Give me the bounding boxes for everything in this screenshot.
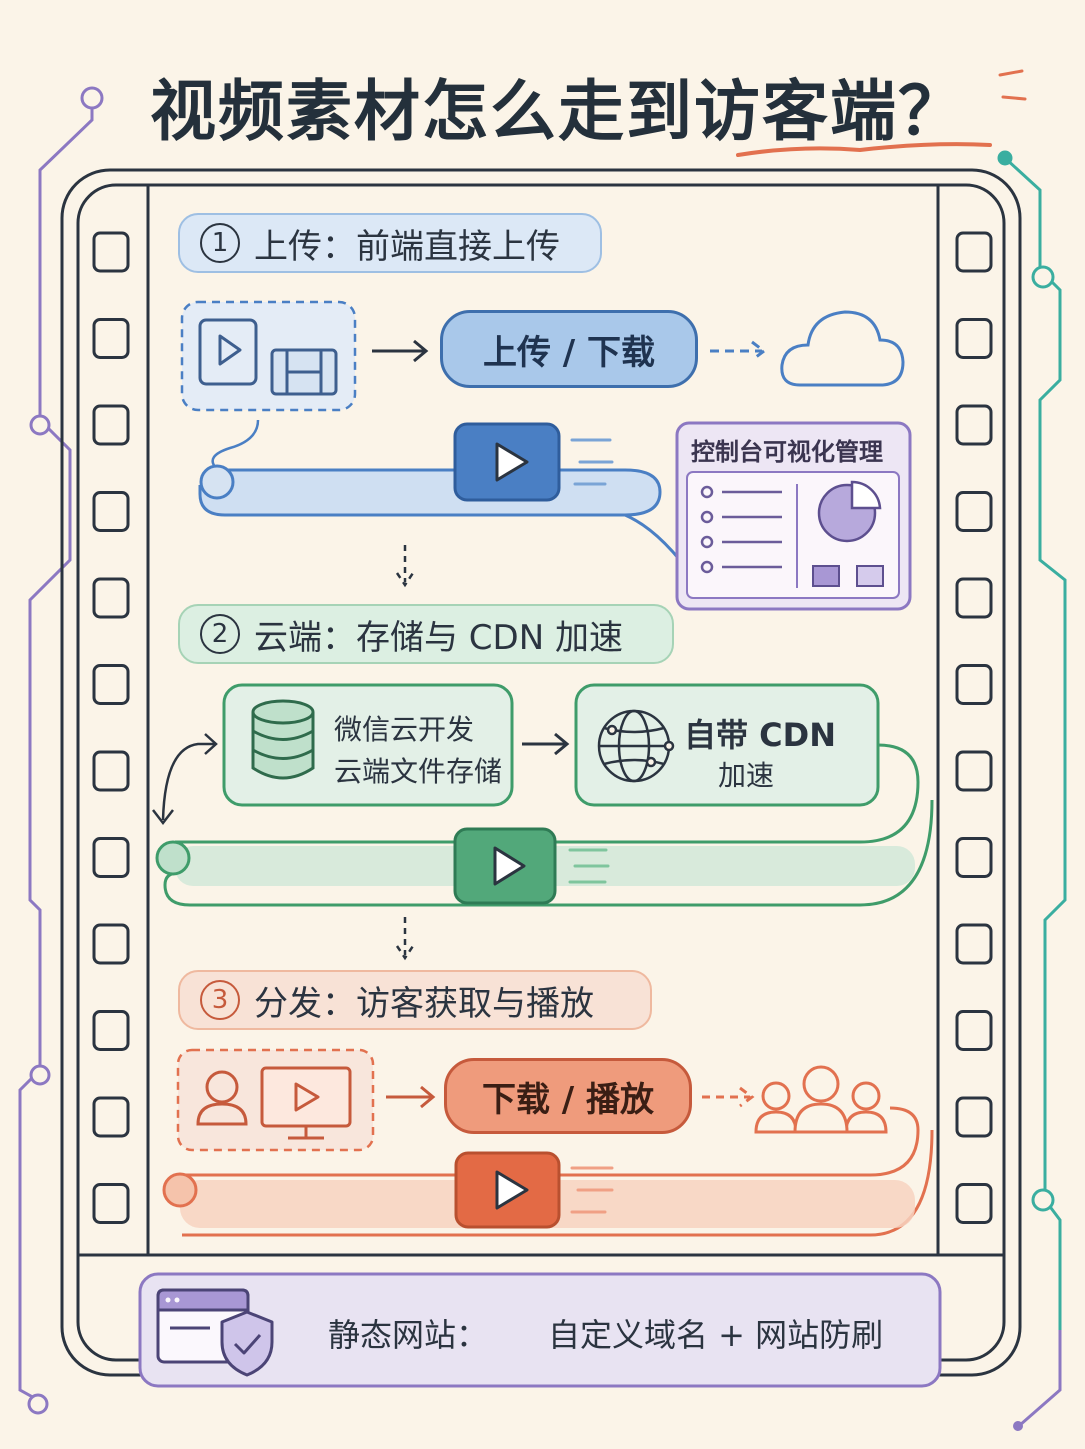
step3-title: 分发：访客获取与播放 — [254, 983, 594, 1024]
step2-label: 2 云端：存储与 CDN 加速 — [178, 604, 674, 664]
step2-title: 云端：存储与 CDN 加速 — [254, 617, 623, 658]
arrow-1b-dashed — [710, 340, 767, 362]
sprocket-hole — [92, 231, 130, 273]
pie-chart-icon — [817, 480, 882, 543]
storage-line-1: 微信云开发 — [334, 713, 475, 746]
circuit-purple-bottom — [1019, 1330, 1062, 1427]
globe-icon — [597, 709, 675, 783]
console-title: 控制台可视化管理 — [691, 438, 883, 466]
circuit-left — [18, 86, 104, 1415]
database-icon — [251, 699, 315, 780]
play-button-blue[interactable] — [453, 422, 561, 502]
title-underline — [736, 142, 992, 157]
sprocket-hole — [955, 923, 993, 965]
sprocket-hole — [92, 1096, 130, 1138]
video-file-icon — [198, 318, 258, 386]
page-title: 视频素材怎么走到访客端？ — [150, 73, 966, 150]
sprocket-hole — [955, 404, 993, 446]
sprocket-hole — [92, 1183, 130, 1224]
console-card — [675, 421, 912, 611]
sprocket-hole — [92, 491, 130, 532]
sprocket-hole — [955, 491, 993, 532]
sprocket-hole — [955, 1096, 993, 1138]
sprocket-hole — [955, 318, 993, 359]
step3-pill: 下载 / 播放 — [444, 1058, 692, 1134]
storage-line-2: 云端文件存储 — [334, 755, 503, 788]
blue-track-node — [199, 464, 235, 500]
cloud-icon — [780, 310, 905, 387]
sprocket-hole — [955, 1010, 993, 1051]
speed-lines-orange — [570, 1166, 614, 1214]
play-button-green[interactable] — [453, 827, 557, 905]
sprocket-hole — [92, 577, 130, 619]
step1-title: 上传：前端直接上传 — [254, 226, 560, 267]
film-strip-icon — [270, 348, 338, 396]
film-sprockets — [92, 231, 993, 1224]
step3-label: 3 分发：访客获取与播放 — [178, 970, 652, 1030]
step1-number: 1 — [200, 223, 240, 263]
title-accent-marks — [998, 69, 1027, 101]
sprocket-hole — [955, 1183, 993, 1224]
bar-icon-1 — [812, 565, 840, 587]
circuit-right — [997, 150, 1067, 1360]
step1-label: 1 上传：前端直接上传 — [178, 213, 602, 273]
sprocket-hole — [92, 664, 130, 705]
shield-check-icon — [220, 1310, 274, 1377]
sprocket-hole — [955, 577, 993, 619]
step3-number: 3 — [200, 980, 240, 1020]
step2-number: 2 — [200, 614, 240, 654]
sprocket-hole — [92, 923, 130, 965]
user-icon — [196, 1070, 248, 1126]
green-track-node — [155, 840, 191, 876]
play-button-orange[interactable] — [454, 1151, 561, 1229]
sprocket-hole — [955, 750, 993, 792]
sprocket-hole — [92, 318, 130, 359]
blue-track — [198, 468, 662, 517]
sprocket-hole — [955, 231, 993, 273]
dashed-down-1 — [395, 545, 415, 588]
arrow-2a — [522, 732, 570, 756]
green-return-arrow — [152, 733, 218, 826]
monitor-icon — [260, 1066, 352, 1140]
speed-lines-green — [568, 848, 610, 884]
orange-track-node — [162, 1172, 198, 1208]
sprocket-hole — [92, 750, 130, 792]
footer-panel — [138, 1272, 942, 1388]
speed-lines-blue — [570, 438, 614, 486]
list-icon — [700, 485, 782, 574]
footer-text: 自定义域名 + 网站防刷 — [548, 1316, 884, 1354]
dashed-down-2 — [395, 917, 415, 961]
cdn-line-2: 加速 — [718, 759, 775, 792]
arrow-3b-dashed — [702, 1086, 755, 1108]
cdn-line-1: 自带 CDN — [684, 716, 836, 754]
step1-pill: 上传 / 下载 — [440, 310, 698, 388]
footer-label: 静态网站： — [328, 1316, 489, 1354]
users-group-icon — [754, 1065, 888, 1134]
arrow-3a — [386, 1085, 436, 1109]
sprocket-hole — [955, 837, 993, 878]
sprocket-hole — [92, 404, 130, 446]
green-track — [163, 743, 934, 907]
sprocket-hole — [92, 837, 130, 878]
bar-icon-2 — [856, 565, 884, 587]
sprocket-hole — [955, 664, 993, 705]
sprocket-hole — [92, 1010, 130, 1051]
arrow-1a — [372, 339, 429, 363]
blue-track-connector — [211, 419, 260, 469]
